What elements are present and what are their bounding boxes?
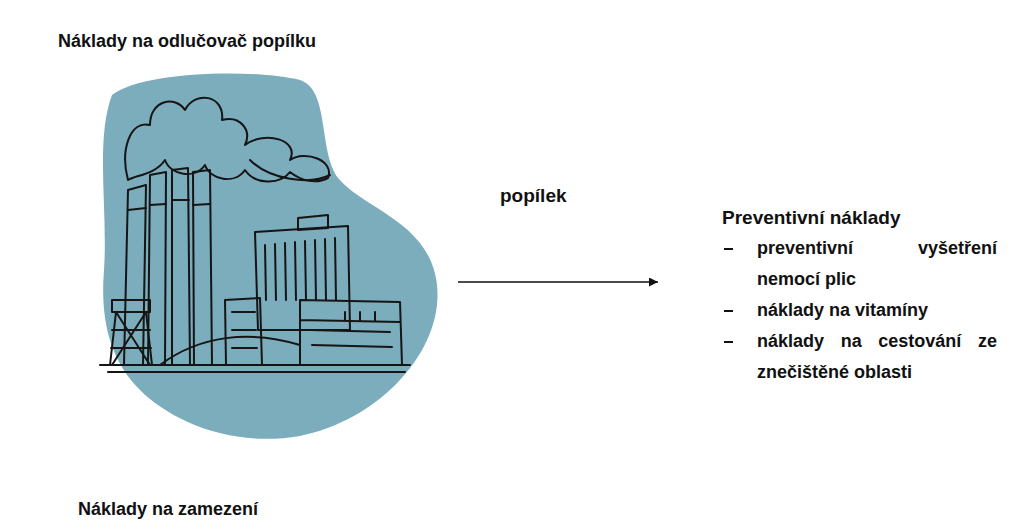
power-plant-group: Náklady na odlučovač popílkuNáklady na z…: [55, 28, 455, 523]
list-item: náklady na vitamíny: [722, 295, 997, 326]
cost-heading: Náklady na odlučovač popílku: [58, 30, 316, 52]
arrow-label: popílek: [498, 185, 569, 207]
cost-footer: Náklady na zamezení: [78, 498, 258, 520]
list-item: preventivní vyšetření nemocí plic: [722, 233, 997, 295]
list-heading: Preventivní náklady: [722, 203, 1004, 233]
cost-list: Preventivní nákladypreventivní vyšetření…: [660, 203, 1004, 392]
list-item: náklady na cestování ze znečištěné oblas…: [722, 326, 997, 388]
flow-arrow: [458, 281, 658, 283]
